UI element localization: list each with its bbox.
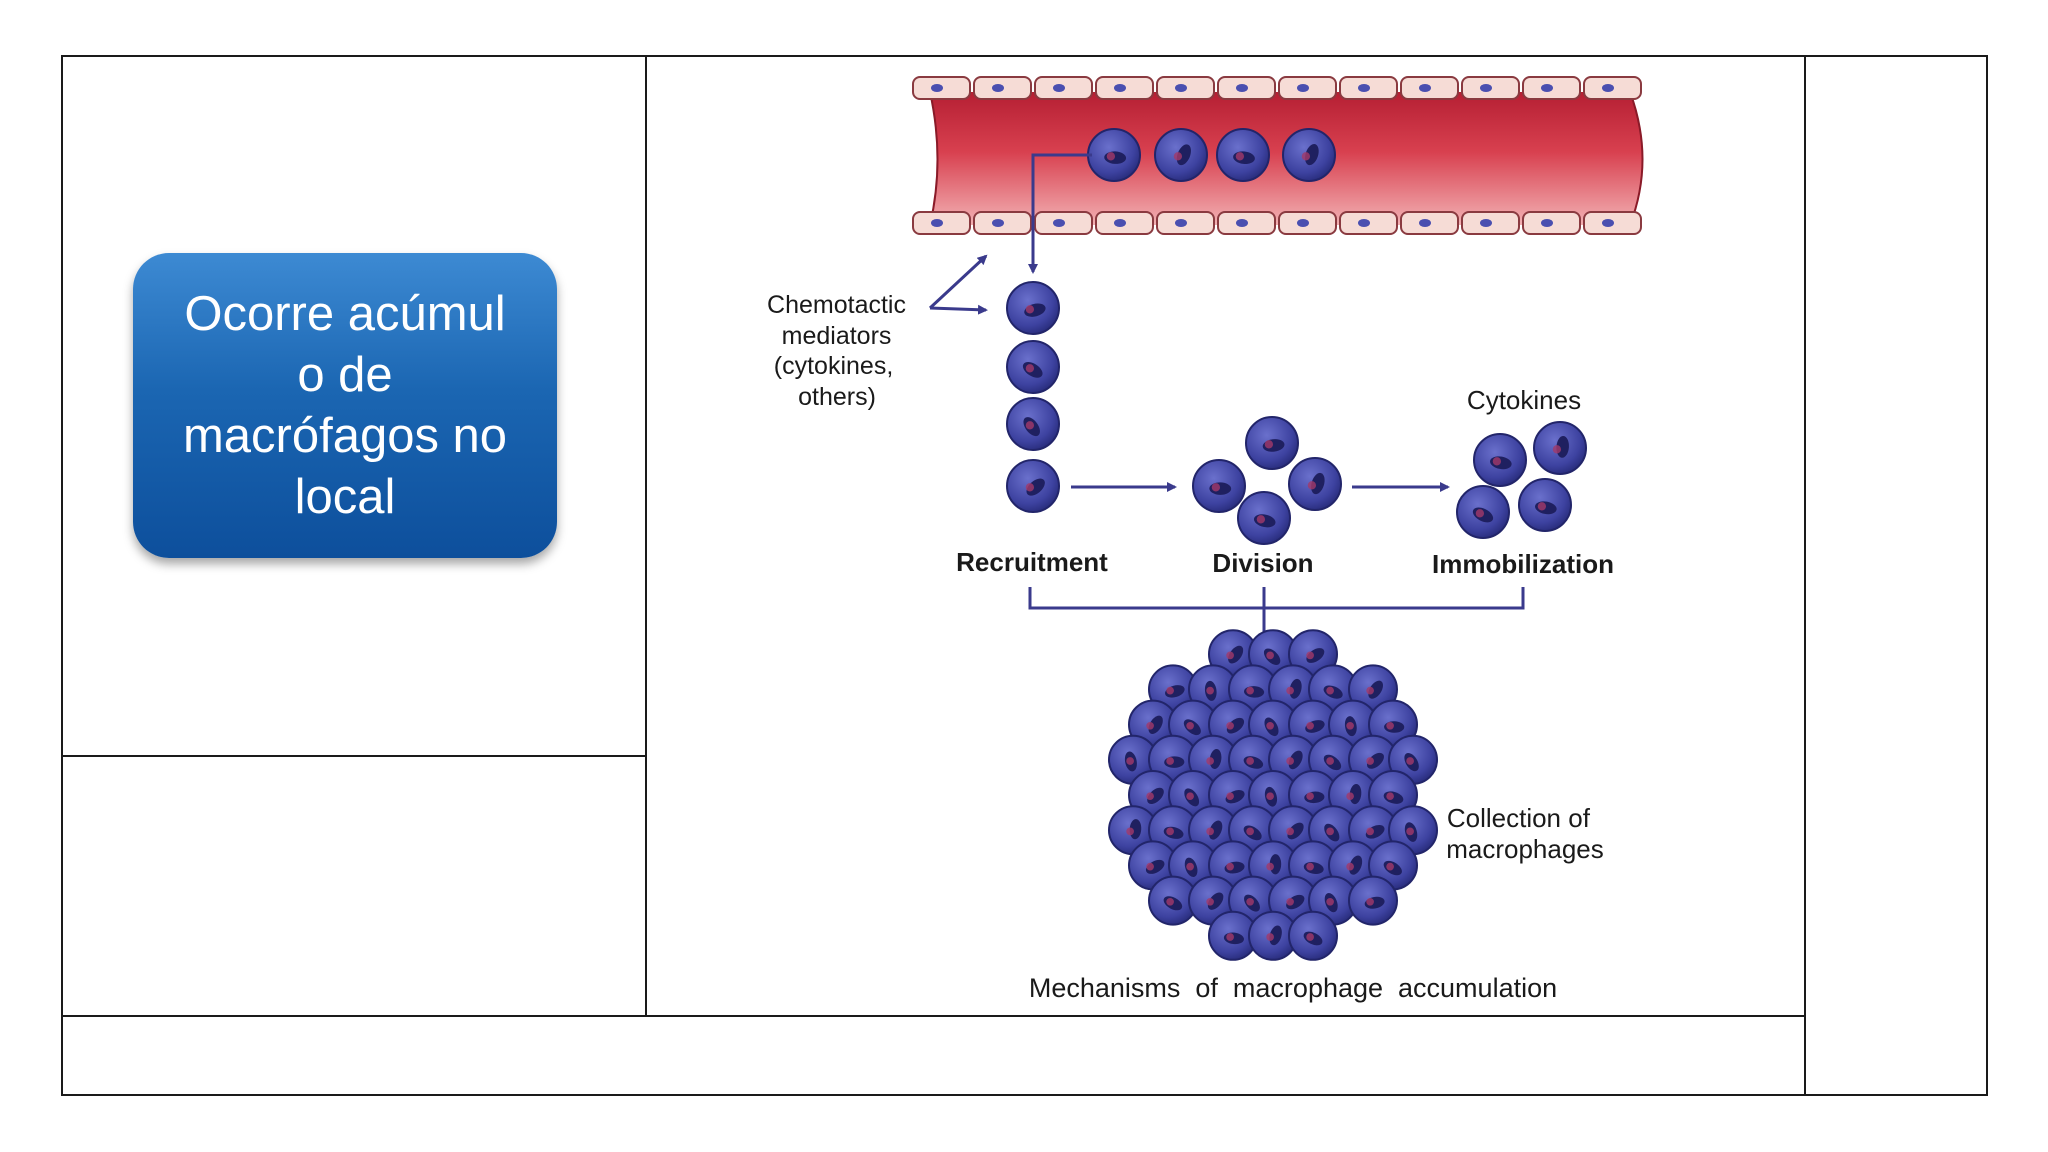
endothelial-cell <box>1156 211 1215 235</box>
endothelial-cell <box>1217 76 1276 100</box>
frame-left <box>61 55 63 1096</box>
endothelial-cell <box>1217 211 1276 235</box>
endothelial-cell <box>973 211 1032 235</box>
dividing-macrophage <box>1237 491 1291 545</box>
converging-bracket <box>1028 587 1525 610</box>
collection-label: Collection of macrophages <box>1446 803 1604 864</box>
immobilized-macrophage <box>1456 485 1510 539</box>
vessel-wall-top <box>912 76 1642 100</box>
endothelial-cell <box>1400 211 1459 235</box>
immobilized-macrophage <box>1473 433 1527 487</box>
monocyte-in-vessel <box>1154 128 1208 182</box>
frame-row-divider-left <box>61 755 647 757</box>
recruitment-label: Recruitment <box>956 547 1108 577</box>
frame-bottom <box>61 1094 1988 1096</box>
frame-col-divider-1 <box>645 55 647 1017</box>
frame-col-divider-2 <box>1804 55 1806 1096</box>
endothelial-cell <box>1278 211 1337 235</box>
endothelial-cell <box>1278 76 1337 100</box>
endothelial-cell <box>912 76 971 100</box>
macrophage-collection-cells <box>1108 629 1438 961</box>
immobilization-label: Immobilization <box>1432 549 1614 579</box>
macrophage <box>1288 910 1338 961</box>
endothelial-cell <box>1034 211 1093 235</box>
monocyte-in-vessel <box>1282 128 1336 182</box>
recruited-monocyte <box>1006 459 1060 513</box>
endothelial-cell <box>1339 211 1398 235</box>
endothelial-cell <box>1461 211 1520 235</box>
chemotactic-arrow-right <box>929 304 988 315</box>
dividing-macrophage <box>1192 459 1246 513</box>
blood-vessel <box>912 76 1644 235</box>
recruited-monocyte <box>1006 397 1060 451</box>
recruited-monocyte <box>1006 281 1060 335</box>
endothelial-cell <box>1522 76 1581 100</box>
monocyte-in-vessel <box>1216 128 1270 182</box>
dividing-macrophage <box>1245 416 1299 470</box>
dividing-macrophage <box>1288 457 1342 511</box>
endothelial-cell <box>1400 76 1459 100</box>
vessel-cells <box>1087 128 1336 182</box>
recruited-monocyte <box>1006 340 1060 394</box>
endothelial-cell <box>973 76 1032 100</box>
immobilized-macrophage <box>1518 478 1572 532</box>
vessel-wall-bottom <box>912 211 1642 235</box>
diagram-caption: Mechanisms of macrophage accumulation <box>1029 973 1557 1003</box>
endothelial-cell <box>1156 76 1215 100</box>
endothelial-cell <box>912 211 971 235</box>
recruitment-path-arrow <box>1028 153 1092 274</box>
macrophage <box>1348 875 1398 926</box>
endothelial-cell <box>1461 76 1520 100</box>
frame-top <box>61 55 1988 57</box>
endothelial-cell <box>1034 76 1093 100</box>
immobilized-macrophage <box>1533 421 1587 475</box>
callout-box: Ocorre acúmul o de macrófagos no local <box>133 253 557 558</box>
division-label: Division <box>1212 548 1313 578</box>
endothelial-cell <box>1339 76 1398 100</box>
immobilization-cells <box>1456 421 1587 539</box>
recruitment-cells <box>1006 281 1060 513</box>
frame-right <box>1986 55 1988 1096</box>
division-cells <box>1192 416 1342 545</box>
endothelial-cell <box>1095 76 1154 100</box>
chemotactic-label: Chemotactic mediators (cytokines, others… <box>767 291 913 411</box>
endothelial-cell <box>1095 211 1154 235</box>
callout-text: Ocorre acúmul o de macrófagos no local <box>182 286 508 524</box>
endothelial-cell <box>1583 211 1642 235</box>
endothelial-cell <box>1583 76 1642 100</box>
cytokines-label: Cytokines <box>1467 385 1581 415</box>
frame-row-divider-bottom <box>61 1015 1806 1017</box>
chemotactic-arrow-up <box>928 254 988 310</box>
monocyte-in-vessel <box>1087 128 1141 182</box>
endothelial-cell <box>1522 211 1581 235</box>
